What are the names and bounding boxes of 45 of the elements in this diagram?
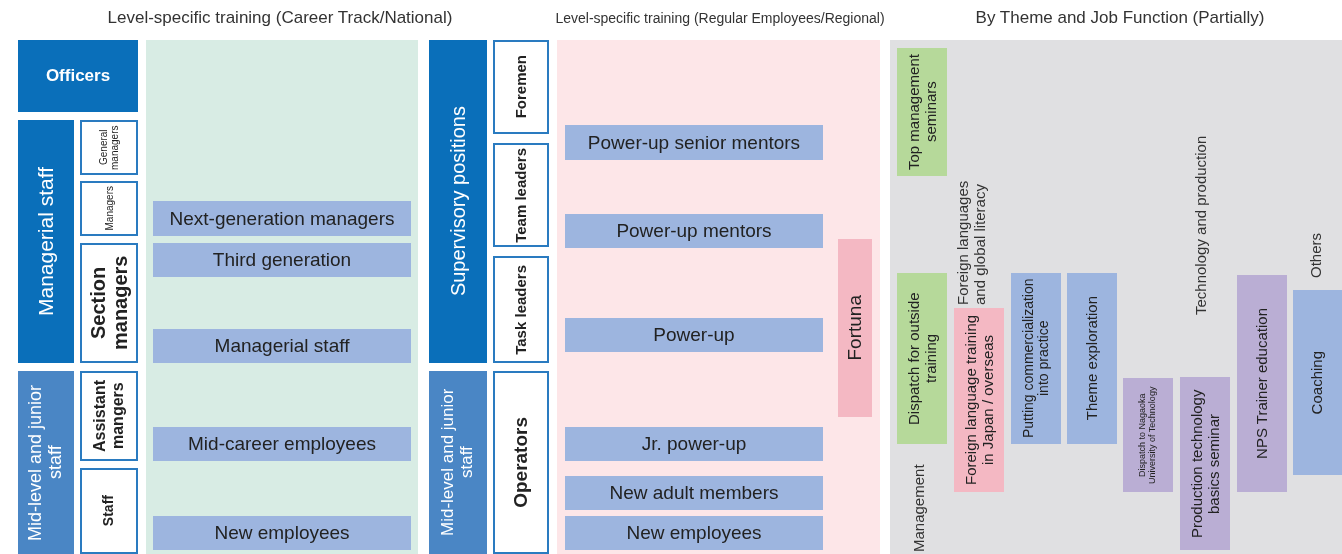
- training-bar: Putting commercialization into practice: [1011, 273, 1061, 444]
- training-bar: Coaching: [1293, 290, 1342, 475]
- column-heading: Management: [911, 463, 928, 552]
- position-box: General managers: [80, 120, 138, 175]
- position-box: Staff: [80, 468, 138, 554]
- training-bar: Foreign language training in Japan / overseas: [954, 308, 1004, 492]
- training-bar: Dispatch to Nagaoka University of Technology: [1123, 378, 1173, 492]
- training-bar: Power-up mentors: [565, 214, 823, 248]
- category-box: Mid-level and junior staff: [18, 371, 74, 554]
- panel-background: [557, 40, 880, 554]
- position-box: Assistant mangers: [80, 371, 138, 461]
- category-box: Mid-level and junior staff: [429, 371, 487, 554]
- column-heading: Others: [1308, 232, 1325, 278]
- category-box: Officers: [18, 40, 138, 112]
- training-bar: New adult members: [565, 476, 823, 510]
- training-bar: Fortuna: [838, 239, 872, 417]
- category-box: Managerial staff: [18, 120, 74, 363]
- position-box: Section managers: [80, 243, 138, 363]
- position-box: Task leaders: [493, 256, 549, 363]
- position-box: Managers: [80, 181, 138, 236]
- training-bar: Managerial staff: [153, 329, 411, 363]
- training-bar: Power-up: [565, 318, 823, 352]
- section-heading: By Theme and Job Function (Partially): [974, 8, 1266, 28]
- training-bar: Third generation: [153, 243, 411, 277]
- panel-background: [146, 40, 418, 554]
- column-heading: Technology and production: [1193, 134, 1210, 315]
- position-box: Foremen: [493, 40, 549, 134]
- panel-background: [890, 40, 1342, 554]
- training-bar: Next-generation managers: [153, 201, 411, 236]
- category-box: Supervisory positions: [429, 40, 487, 363]
- section-heading: Level-specific training (Regular Employees/Regional): [554, 10, 886, 26]
- position-box: Operators: [493, 371, 549, 554]
- training-bar: NPS Trainer education: [1237, 275, 1287, 492]
- training-bar: Dispatch for outside training: [897, 273, 947, 444]
- training-bar: Mid-career employees: [153, 427, 411, 461]
- training-bar: Top management seminars: [897, 48, 947, 176]
- training-bar: Theme exploration: [1067, 273, 1117, 444]
- training-bar: Jr. power-up: [565, 427, 823, 461]
- column-heading: Foreign languages and global literacy: [955, 179, 989, 305]
- section-heading: Level-specific training (Career Track/National): [106, 8, 454, 28]
- training-bar: New employees: [565, 516, 823, 550]
- position-box: Team leaders: [493, 143, 549, 247]
- training-bar: New employees: [153, 516, 411, 550]
- training-bar: Power-up senior mentors: [565, 125, 823, 160]
- training-bar: Production technology basics seminar: [1180, 377, 1230, 550]
